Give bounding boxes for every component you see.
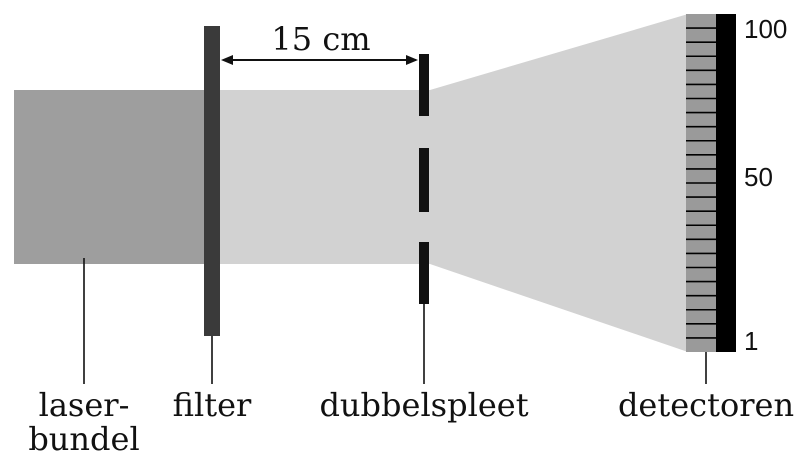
double-slit-label: dubbelspleet — [319, 386, 528, 424]
detector-dividers — [686, 27, 716, 339]
slit-barrier-top — [419, 54, 429, 116]
slit-barrier-middle — [419, 148, 429, 212]
distance-arrow — [221, 55, 418, 65]
detectors-label: detectoren — [618, 386, 794, 424]
scale-label-bottom: 1 — [744, 326, 758, 356]
detector-strip — [716, 14, 736, 352]
scale-label-middle: 50 — [744, 162, 773, 192]
distance-label: 15 cm — [271, 20, 370, 58]
scale-label-top: 100 — [744, 14, 787, 44]
filter-label: filter — [173, 386, 252, 424]
detector-array — [686, 14, 736, 352]
diffraction-cone — [424, 14, 688, 352]
filtered-light — [214, 90, 424, 264]
slit-barrier-bottom — [419, 242, 429, 304]
laser-beam — [14, 90, 214, 264]
double-slit-barrier — [419, 54, 429, 304]
laser-label-line1: laser- — [39, 386, 130, 424]
laser-label-line2: bundel — [28, 420, 139, 458]
filter-plate — [204, 26, 220, 336]
